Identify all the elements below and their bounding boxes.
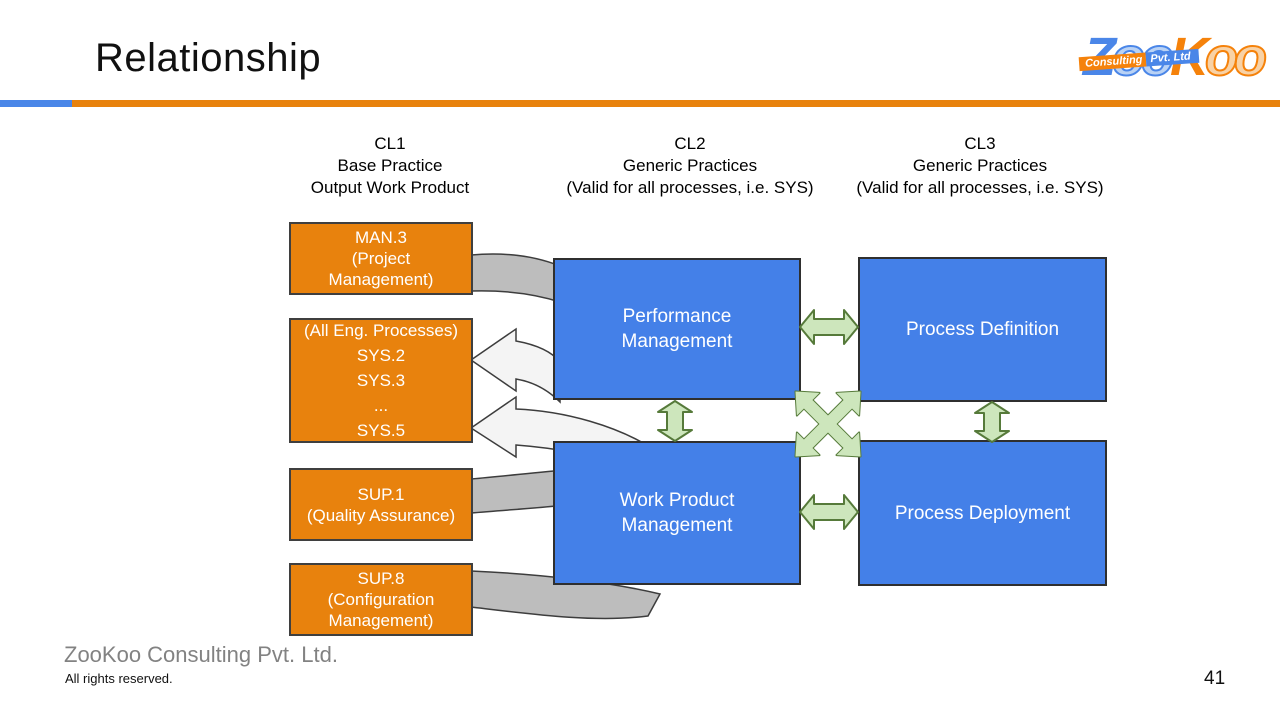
box-process-deployment: Process Deployment [858, 440, 1107, 586]
connector-man3-to-performance [470, 253, 561, 304]
box-process-definition: Process Definition [858, 257, 1107, 402]
box-man3-project-management: MAN.3 (Project Management) [289, 222, 473, 295]
connector-sup1-to-workproduct [470, 469, 566, 514]
box-all-eng-processes-sys: (All Eng. Processes) SYS.2 SYS.3 ... SYS… [289, 318, 473, 443]
double-arrow-performance-procdef [799, 309, 859, 345]
box-performance-management: Performance Management [553, 258, 801, 400]
footer-rights: All rights reserved. [65, 671, 173, 686]
header-rule-blue [0, 100, 72, 107]
logo-letters-oo-orange: oo [1204, 26, 1268, 88]
page-number: 41 [1204, 668, 1226, 689]
arrow-performance-to-sys [469, 327, 561, 404]
box-work-product-management: Work Product Management [553, 441, 801, 585]
box-sup8-configuration-management: SUP.8 (Configuration Management) [289, 563, 473, 636]
header-rule-orange [72, 100, 1280, 107]
double-arrow-procdef-procdep [974, 401, 1010, 443]
page-title: Relationship [95, 36, 322, 80]
column-header-cl1: CL1 Base Practice Output Work Product [310, 134, 470, 197]
footer-company: ZooKoo Consulting Pvt. Ltd. [64, 642, 338, 667]
column-header-cl2: CL2 Generic Practices (Valid for all pro… [566, 134, 814, 197]
double-arrow-workproduct-procdep [799, 494, 859, 530]
box-sup1-quality-assurance: SUP.1 (Quality Assurance) [289, 468, 473, 541]
double-arrow-performance-workproduct [657, 400, 693, 442]
column-header-cl3: CL3 Generic Practices (Valid for all pro… [856, 134, 1104, 197]
